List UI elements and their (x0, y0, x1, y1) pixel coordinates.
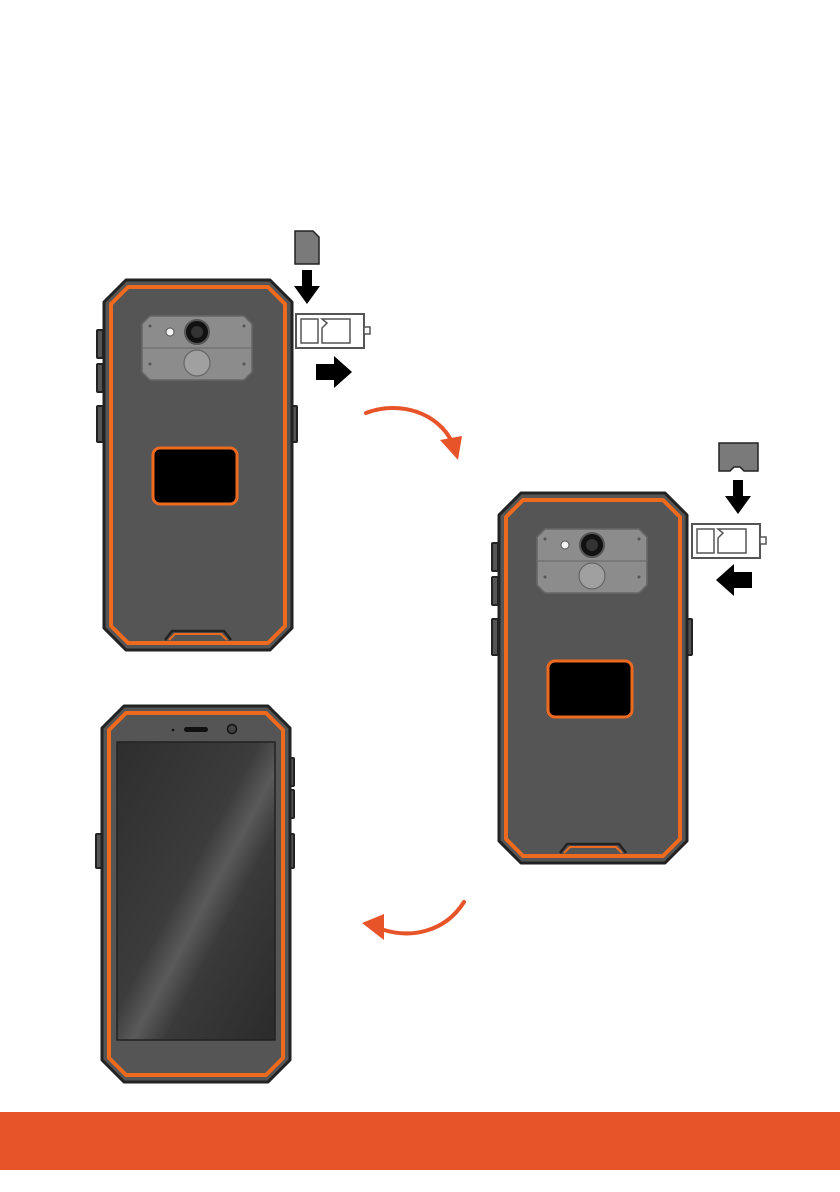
phone-back-step-2 (492, 493, 692, 863)
footer-band (0, 1112, 840, 1170)
down-arrow-icon (294, 270, 320, 304)
down-arrow-icon (725, 480, 751, 514)
sim-installation-illustration (0, 0, 840, 1112)
curved-arrow-icon (362, 902, 464, 940)
left-arrow-icon (716, 564, 752, 596)
sim-tray (296, 314, 370, 348)
phone-screen (117, 742, 275, 1040)
sd-card-icon (719, 443, 758, 471)
sim-card-icon (295, 231, 319, 264)
sim-tray (692, 524, 766, 558)
curved-arrow-icon (366, 408, 462, 460)
phone-front (96, 706, 294, 1082)
right-arrow-icon (316, 356, 352, 388)
phone-back-step-1 (97, 280, 297, 650)
